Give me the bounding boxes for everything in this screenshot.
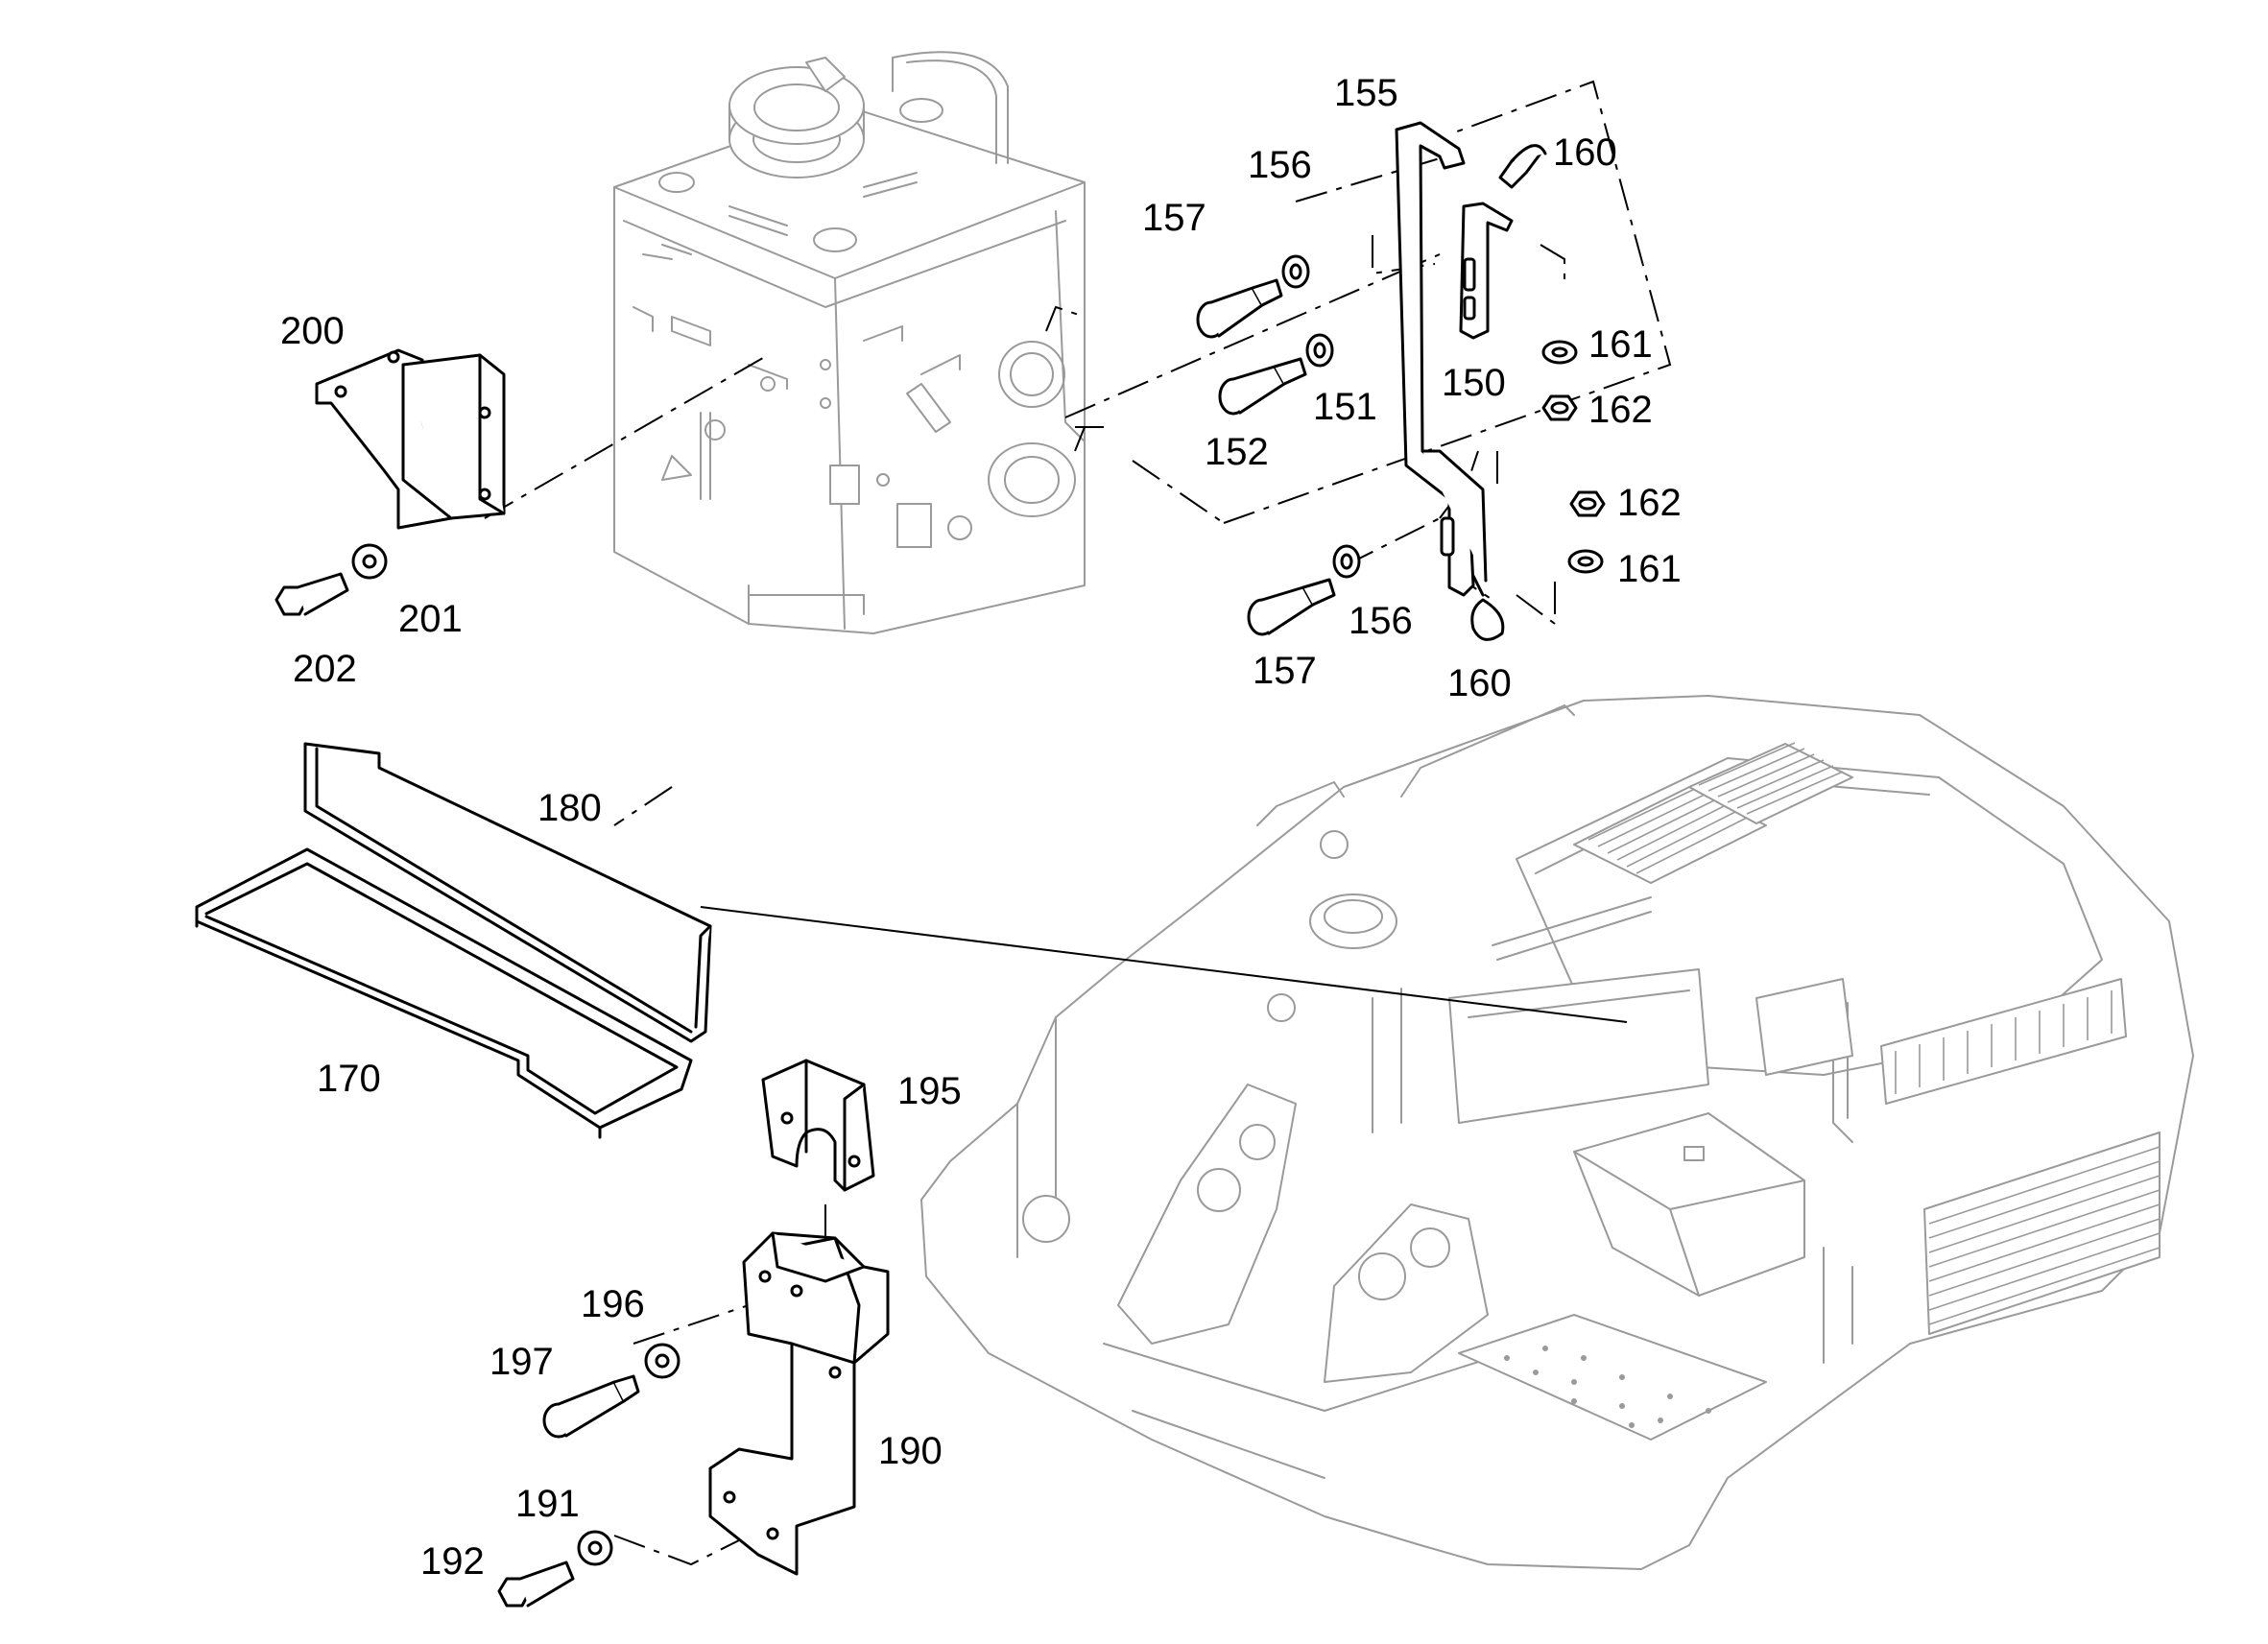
callout-197: 197 xyxy=(489,1341,554,1383)
callout-196: 196 xyxy=(581,1283,645,1325)
callout-156-top: 156 xyxy=(1248,144,1312,186)
washer-156-bottom xyxy=(1332,544,1361,579)
rubber-stop-160-bottom xyxy=(1470,574,1505,641)
callout-155: 155 xyxy=(1334,72,1398,114)
callout-162-bottom: 162 xyxy=(1617,482,1682,524)
washer-196 xyxy=(644,1343,680,1379)
callout-192: 192 xyxy=(420,1540,485,1583)
leader-line-180 xyxy=(700,906,1628,1023)
callout-195: 195 xyxy=(897,1070,962,1112)
tank-assembly-drawing xyxy=(613,51,1086,634)
rubber-stop-160-top xyxy=(1498,144,1547,189)
callout-161-bottom: 161 xyxy=(1617,548,1682,590)
hood-vent-grilles xyxy=(1573,742,1853,884)
washer-191 xyxy=(577,1530,613,1566)
machine-frame-drawing xyxy=(920,695,2194,1570)
nut-162-top xyxy=(1541,394,1578,421)
callout-157-bottom: 157 xyxy=(1253,650,1317,692)
callout-151: 151 xyxy=(1313,386,1377,428)
callout-190: 190 xyxy=(878,1430,943,1472)
callout-202: 202 xyxy=(293,648,357,690)
cover-plate-180 xyxy=(303,742,712,1043)
callout-160-top: 160 xyxy=(1553,131,1617,174)
callout-201: 201 xyxy=(398,598,463,640)
washer-151 xyxy=(1305,333,1334,368)
step-plate-dots xyxy=(1504,1346,1711,1428)
nut-162-bottom xyxy=(1569,490,1606,517)
callout-162-top: 162 xyxy=(1588,389,1653,431)
callout-160-bottom: 160 xyxy=(1447,662,1512,704)
washer-201 xyxy=(351,543,388,580)
callout-170: 170 xyxy=(317,1058,381,1100)
cap-screw-157-bottom xyxy=(1247,578,1336,636)
bolt-192 xyxy=(497,1561,575,1608)
callout-152: 152 xyxy=(1205,431,1269,473)
cap-screw-152 xyxy=(1218,357,1307,416)
callout-161-top: 161 xyxy=(1588,323,1653,366)
bracket-200 xyxy=(315,348,506,530)
callout-180: 180 xyxy=(537,787,602,829)
stay-rod-155 xyxy=(1395,121,1488,597)
mat-170 xyxy=(195,847,693,1139)
callout-157-top: 157 xyxy=(1142,197,1206,239)
callout-156-bottom: 156 xyxy=(1349,600,1413,642)
callout-200: 200 xyxy=(280,310,345,352)
bracket-150 xyxy=(1459,202,1514,340)
callout-labels: 155 156 157 160 161 162 150 151 152 162 … xyxy=(280,72,1682,1583)
cap-screw-197 xyxy=(542,1374,640,1439)
bracket-190 xyxy=(708,1231,890,1576)
washer-161-bottom xyxy=(1567,549,1604,574)
washer-156-top xyxy=(1281,254,1310,289)
cap-screw-157-top xyxy=(1196,278,1283,339)
side-vent-grilles xyxy=(1880,978,2161,1335)
callout-150: 150 xyxy=(1442,362,1506,404)
callout-191: 191 xyxy=(515,1483,580,1525)
washer-161-top xyxy=(1541,340,1578,365)
bolt-202 xyxy=(275,572,349,616)
support-block-195 xyxy=(761,1059,875,1192)
